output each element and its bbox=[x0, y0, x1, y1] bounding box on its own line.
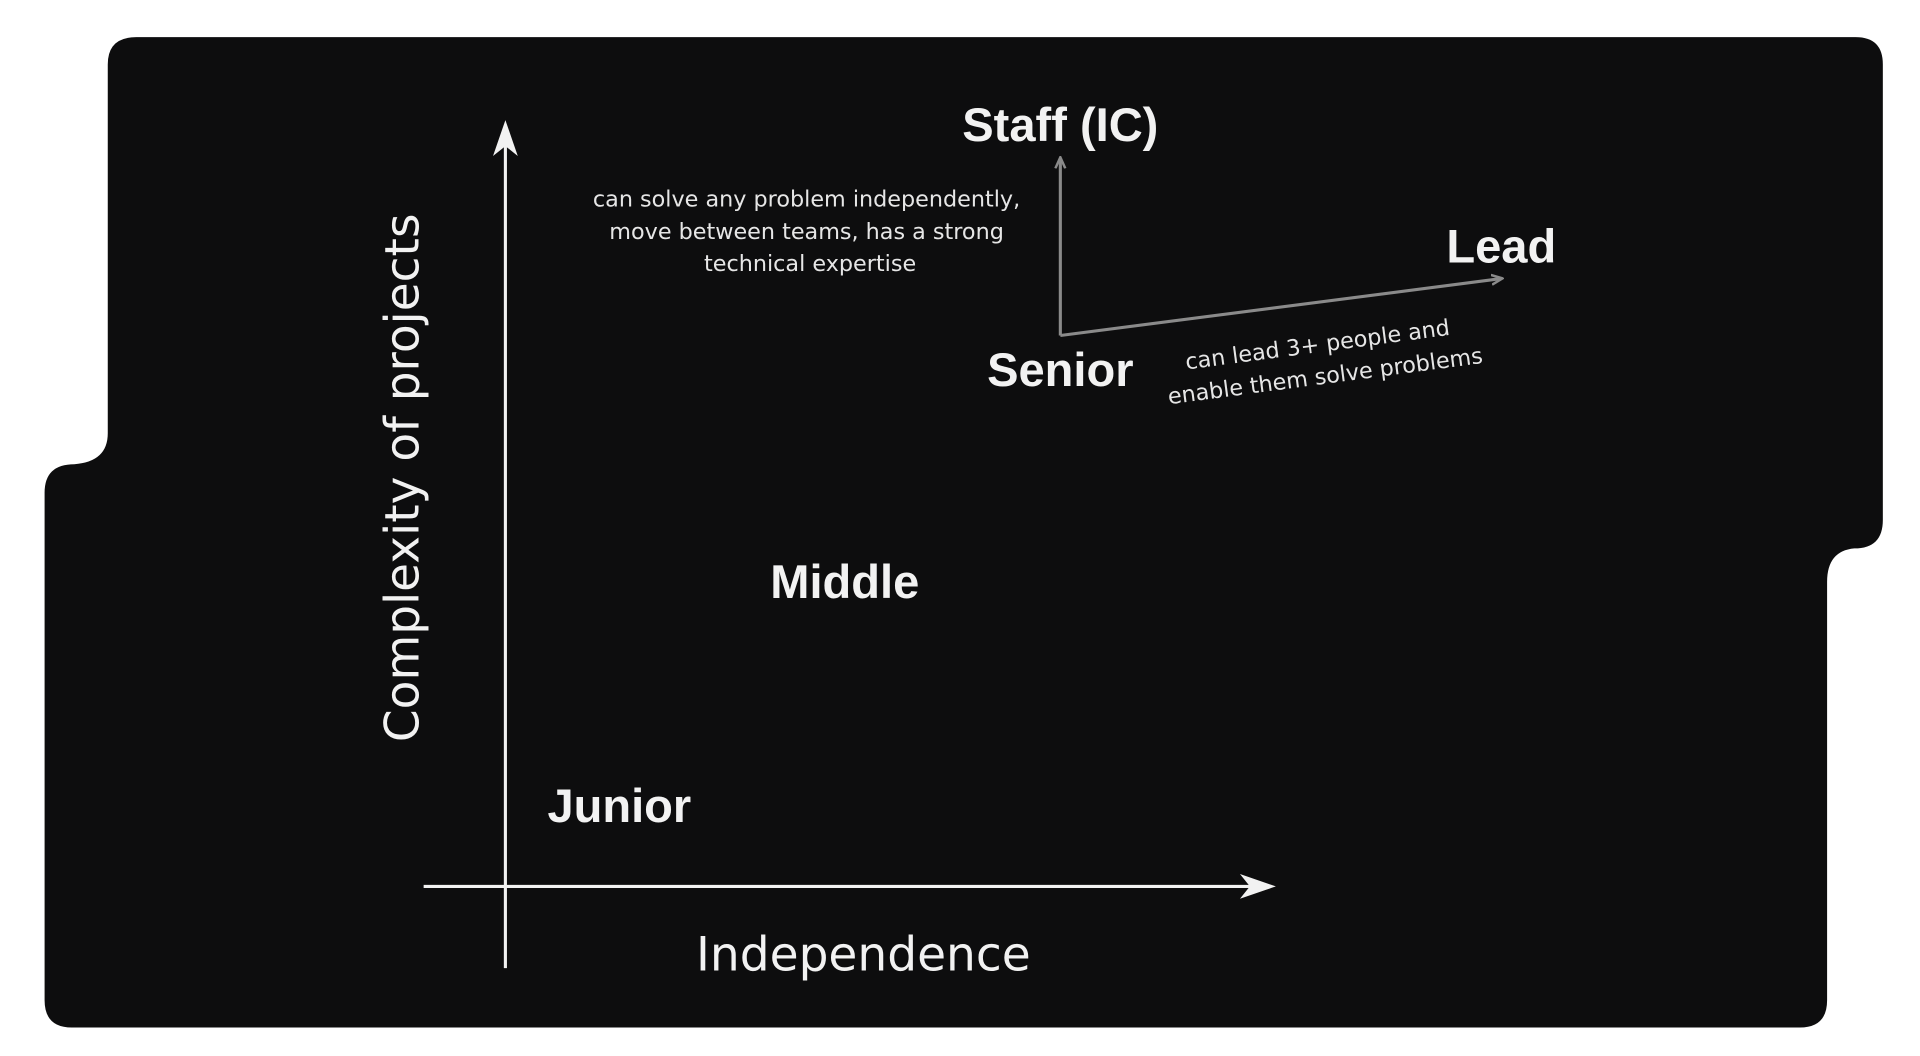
y-axis-label: Complexity of projects bbox=[376, 214, 431, 743]
staff-note-line: move between teams, has a strong bbox=[609, 219, 1004, 245]
y-axis-arrowhead-icon bbox=[493, 120, 518, 156]
x-axis-label: Independence bbox=[696, 928, 1031, 983]
background-panel bbox=[44, 37, 1883, 1028]
level-junior: Junior bbox=[547, 779, 691, 832]
level-lead: Lead bbox=[1446, 219, 1556, 272]
level-staff: Staff (IC) bbox=[962, 98, 1158, 151]
lead-path-arrow bbox=[1060, 279, 1501, 338]
level-senior: Senior bbox=[987, 343, 1133, 396]
staff-note: can solve any problem independently, mov… bbox=[593, 187, 1027, 277]
x-axis-arrowhead-icon bbox=[1239, 874, 1276, 899]
staff-note-line: can solve any problem independently, bbox=[593, 187, 1020, 213]
staff-note-line: technical expertise bbox=[704, 251, 916, 277]
level-middle: Middle bbox=[770, 555, 919, 608]
